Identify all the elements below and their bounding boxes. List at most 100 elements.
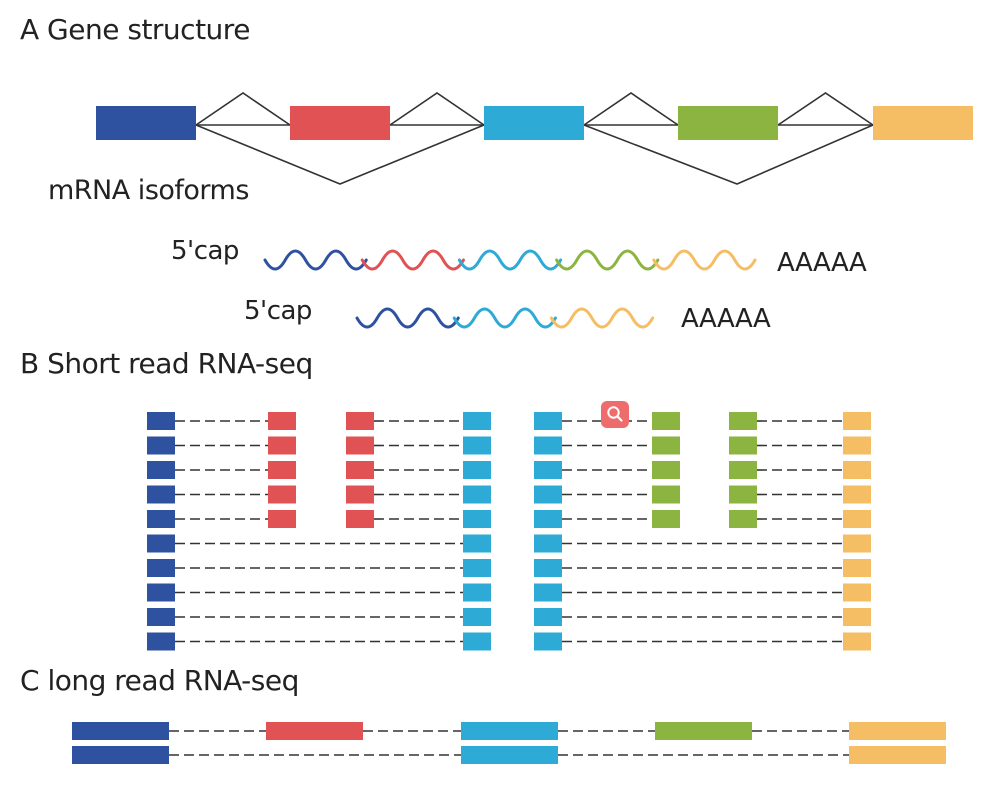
short-read-exon3	[463, 583, 491, 602]
section-a-title: A Gene structure	[20, 13, 250, 46]
short-read-exon1	[147, 510, 175, 528]
short-read-exon5	[843, 412, 871, 430]
short-read-exon4	[652, 436, 680, 455]
short-read-panel	[147, 412, 871, 651]
short-read-exon3	[534, 412, 562, 430]
long-read-exon4	[655, 722, 752, 740]
wave-exon4	[555, 249, 660, 271]
short-read-exon2	[268, 412, 296, 430]
long-read-exon5	[849, 746, 946, 764]
short-read-exon1	[147, 583, 175, 602]
short-read-exon3	[534, 461, 562, 479]
long-read-panel	[72, 722, 946, 764]
gene-exon1	[96, 106, 196, 140]
short-read-exon3	[463, 485, 491, 504]
short-read-exon4	[729, 461, 757, 479]
short-read-exon1	[147, 436, 175, 455]
short-read-exon1	[147, 485, 175, 504]
short-read-exon2	[268, 485, 296, 504]
short-read-exon2	[268, 510, 296, 528]
isoform-2-polya-label: AAAAA	[681, 304, 771, 334]
short-read-exon2	[346, 436, 374, 455]
mrna-isoforms-waves	[263, 249, 757, 329]
short-read-exon1	[147, 534, 175, 553]
gene-exon4	[678, 106, 778, 140]
mrna-isoforms-title: mRNA isoforms	[48, 175, 249, 206]
short-read-exon3	[463, 534, 491, 553]
short-read-exon1	[147, 412, 175, 430]
short-read-exon4	[729, 412, 757, 430]
short-read-exon4	[652, 461, 680, 479]
short-read-exon1	[147, 461, 175, 479]
short-read-exon4	[652, 412, 680, 430]
short-read-exon4	[652, 485, 680, 504]
wave-exon2	[360, 249, 465, 271]
isoform-2-cap-label: 5'cap	[244, 296, 312, 326]
exon-skip-junction	[195, 124, 485, 185]
short-read-exon2	[346, 485, 374, 504]
short-read-exon3	[534, 608, 562, 626]
wave-exon3	[452, 307, 557, 329]
short-read-exon5	[843, 534, 871, 553]
long-read-exon2	[266, 722, 363, 740]
splice-junction	[583, 92, 679, 126]
short-read-exon4	[729, 485, 757, 504]
long-read-exon1	[72, 722, 169, 740]
wave-exon3	[457, 249, 563, 271]
short-read-exon3	[534, 583, 562, 602]
short-read-exon3	[463, 436, 491, 455]
short-read-exon3	[463, 608, 491, 626]
gene-exon5	[873, 106, 973, 140]
short-read-exon1	[147, 559, 175, 577]
section-c-title: C long read RNA-seq	[20, 664, 299, 697]
wave-exon5	[549, 307, 655, 329]
short-read-exon3	[534, 436, 562, 455]
short-read-exon5	[843, 559, 871, 577]
short-read-exon5	[843, 510, 871, 528]
isoform-1-polya-label: AAAAA	[777, 248, 867, 278]
search-icon	[607, 406, 623, 422]
short-read-exon5	[843, 608, 871, 626]
short-read-exon3	[463, 559, 491, 577]
exon-skip-junction	[583, 124, 874, 185]
gene-exon2	[290, 106, 390, 140]
short-read-exon2	[346, 412, 374, 430]
short-read-exon2	[268, 436, 296, 455]
short-read-exon4	[652, 510, 680, 528]
short-read-exon4	[729, 510, 757, 528]
short-read-exon5	[843, 485, 871, 504]
short-read-exon5	[843, 583, 871, 602]
short-read-exon3	[463, 510, 491, 528]
wave-exon5	[652, 249, 757, 271]
long-read-exon3	[461, 746, 558, 764]
gene-structure	[96, 92, 973, 185]
long-read-exon3	[461, 722, 558, 740]
wave-exon1	[263, 249, 368, 271]
short-read-exon4	[729, 436, 757, 455]
short-read-exon5	[843, 632, 871, 651]
search-badge-button[interactable]	[601, 401, 629, 428]
short-read-exon3	[534, 632, 562, 651]
long-read-exon5	[849, 722, 946, 740]
splice-junction	[777, 92, 874, 126]
short-read-exon2	[346, 461, 374, 479]
wave-exon1	[355, 307, 460, 329]
short-read-exon3	[463, 632, 491, 651]
gene-exon3	[484, 106, 584, 140]
short-read-exon3	[534, 559, 562, 577]
short-read-exon1	[147, 608, 175, 626]
short-read-exon3	[463, 412, 491, 430]
short-read-exon3	[534, 510, 562, 528]
short-read-exon2	[346, 510, 374, 528]
long-read-exon1	[72, 746, 169, 764]
isoform-1-cap-label: 5'cap	[171, 236, 239, 266]
short-read-exon5	[843, 461, 871, 479]
short-read-exon3	[534, 534, 562, 553]
short-read-exon5	[843, 436, 871, 455]
short-read-exon3	[534, 485, 562, 504]
section-b-title: B Short read RNA-seq	[20, 347, 313, 380]
splice-junction	[389, 92, 485, 126]
splice-junction	[195, 92, 291, 126]
short-read-exon3	[463, 461, 491, 479]
